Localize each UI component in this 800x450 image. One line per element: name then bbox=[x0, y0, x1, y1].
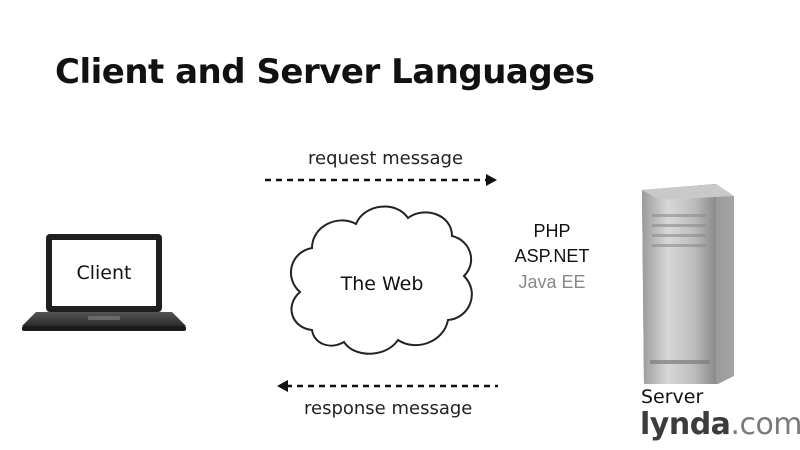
client-label: Client bbox=[76, 262, 131, 284]
language-php: PHP bbox=[533, 221, 571, 241]
server-label: Server bbox=[641, 386, 704, 408]
cloud-label: The Web bbox=[340, 273, 424, 295]
response-message-label: response message bbox=[304, 398, 473, 419]
language-aspnet: ASP.NET bbox=[514, 246, 590, 266]
laptop-icon bbox=[22, 234, 186, 331]
brand-logo: lynda.com bbox=[640, 407, 800, 442]
request-message-label: request message bbox=[308, 148, 464, 169]
cloud-icon bbox=[290, 205, 473, 355]
brand-primary: lynda bbox=[640, 407, 731, 442]
brand-secondary: .com bbox=[730, 407, 800, 442]
response-arrow bbox=[277, 380, 498, 392]
server-tower-icon bbox=[642, 184, 734, 384]
slide-title: Client and Server Languages bbox=[55, 52, 595, 92]
request-arrow bbox=[265, 174, 497, 186]
language-java-ee: Java EE bbox=[518, 272, 586, 292]
